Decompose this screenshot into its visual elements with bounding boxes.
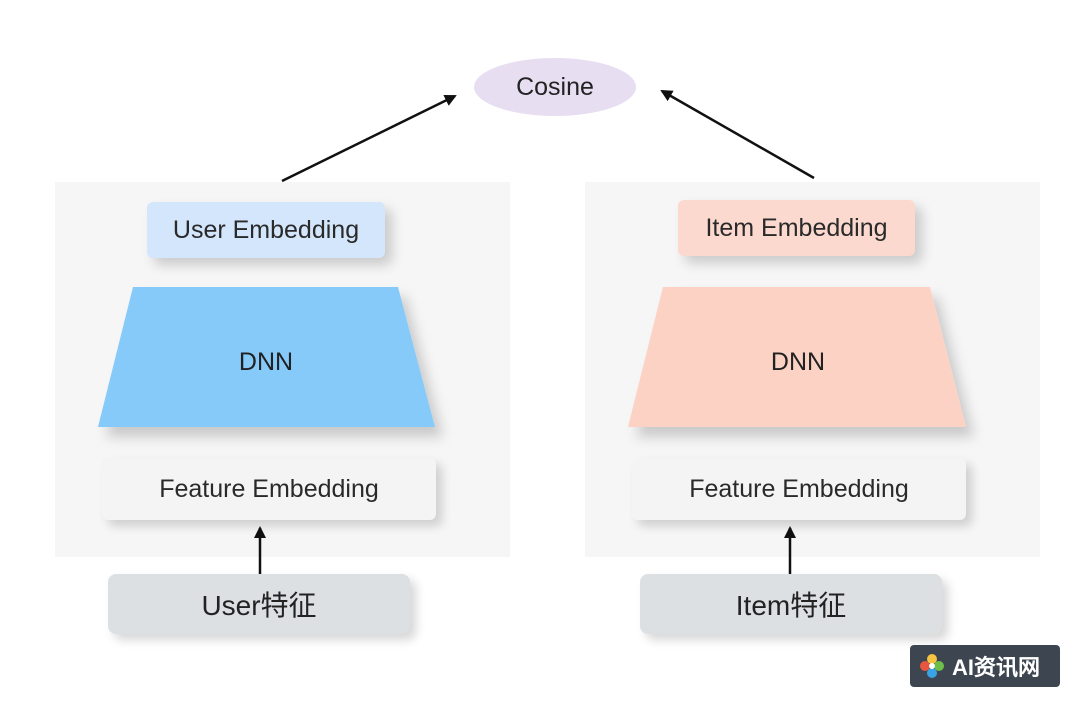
user-feature-embedding-box: Feature Embedding (102, 458, 436, 520)
user-to-cosine-arrow (281, 94, 457, 183)
item-features-label: Item特征 (735, 590, 847, 621)
user-embedding-box: User Embedding (147, 202, 385, 258)
watermark: AI资讯网 (910, 645, 1060, 687)
user-embedding-label: User Embedding (172, 215, 360, 244)
cosine-label: Cosine (516, 72, 594, 101)
user-features-label: User特征 (201, 590, 317, 621)
item-feature-embedding-label: Feature Embedding (689, 474, 909, 503)
user-dnn-shape (98, 287, 435, 427)
user-features-input: User特征 (108, 574, 410, 634)
item-embedding-box: Item Embedding (678, 200, 915, 256)
watermark-text: AI资讯网 (952, 655, 1041, 680)
item-dnn-label: DNN (770, 348, 826, 376)
item-feature-embedding-box: Feature Embedding (632, 458, 966, 520)
item-to-cosine-arrow (660, 89, 815, 180)
flower-logo-icon (920, 654, 944, 678)
user-feature-embedding-label: Feature Embedding (159, 474, 379, 503)
cosine-node: Cosine (474, 58, 636, 116)
item-dnn-shape (628, 287, 966, 427)
user-dnn-label: DNN (238, 348, 294, 376)
item-embedding-label: Item Embedding (705, 213, 888, 242)
item-features-input: Item特征 (640, 574, 942, 634)
